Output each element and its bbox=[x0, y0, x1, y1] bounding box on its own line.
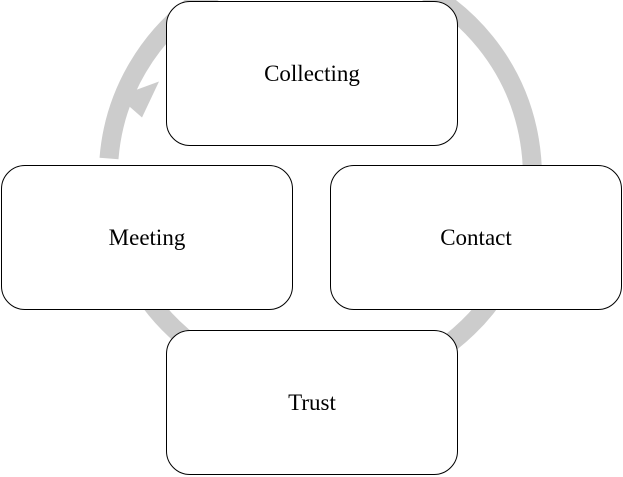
stage-box-contact: Contact bbox=[330, 165, 622, 310]
stage-box-collecting: Collecting bbox=[166, 1, 458, 146]
stage-label-trust: Trust bbox=[288, 389, 336, 415]
cycle-arrowhead bbox=[118, 81, 159, 118]
stage-box-meeting: Meeting bbox=[1, 165, 293, 310]
stage-label-contact: Contact bbox=[440, 224, 512, 250]
stage-label-collecting: Collecting bbox=[264, 60, 360, 86]
stage-box-trust: Trust bbox=[166, 330, 458, 475]
stage-label-meeting: Meeting bbox=[108, 224, 186, 250]
